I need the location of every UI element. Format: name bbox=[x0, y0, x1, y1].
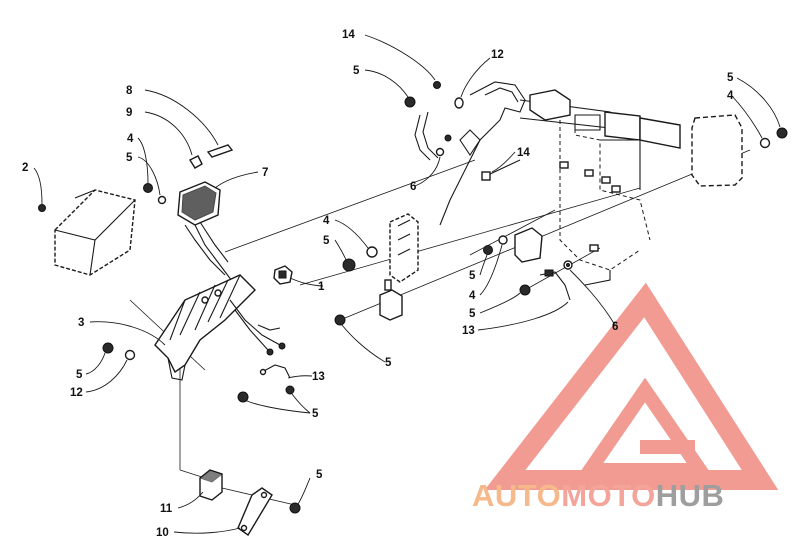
callout-1: 1 bbox=[318, 281, 325, 293]
callout-12-b: 12 bbox=[70, 387, 83, 399]
part-6-cable-top bbox=[414, 111, 452, 161]
part-3-mounting-bracket bbox=[154, 274, 256, 381]
part-10-strap bbox=[237, 487, 273, 537]
callout-10: 10 bbox=[156, 527, 169, 539]
voltage-regulator-module bbox=[389, 213, 419, 283]
callout-numbers: 1 2 3 4 4 4 4 5 5 5 5 5 5 5 5 5 5 6 6 7 … bbox=[22, 29, 734, 539]
callout-5-f: 5 bbox=[727, 72, 734, 84]
callout-13-b: 13 bbox=[462, 325, 475, 337]
callout-12-a: 12 bbox=[491, 49, 504, 61]
part-9-connector bbox=[188, 155, 203, 169]
solenoid-box bbox=[514, 227, 543, 263]
hood-support-frame bbox=[439, 81, 681, 286]
callout-5-i: 5 bbox=[385, 357, 392, 369]
part-11-grommet bbox=[198, 469, 224, 501]
callout-5-b: 5 bbox=[353, 65, 360, 77]
callout-5-j: 5 bbox=[316, 469, 323, 481]
watermark-moto: MOTO bbox=[561, 478, 656, 513]
part-7-switch-box bbox=[177, 181, 236, 286]
part-1-clip bbox=[273, 265, 293, 285]
strap-nut bbox=[289, 502, 301, 514]
watermark-wordmark: AUTOMOTOHUB bbox=[472, 478, 724, 514]
watermark-hub: HUB bbox=[655, 478, 725, 513]
callout-4-b: 4 bbox=[323, 215, 330, 227]
callout-3: 3 bbox=[78, 317, 84, 329]
callout-8: 8 bbox=[126, 85, 133, 97]
part-8-decal bbox=[206, 144, 234, 158]
relay-component bbox=[379, 279, 403, 321]
callout-13-a: 13 bbox=[312, 371, 325, 383]
callout-11: 11 bbox=[160, 503, 173, 515]
callout-2: 2 bbox=[22, 162, 28, 174]
hardware-fasteners bbox=[38, 81, 788, 403]
callout-5-a: 5 bbox=[126, 152, 133, 164]
callout-leaders bbox=[33, 34, 781, 534]
callout-6-a: 6 bbox=[410, 181, 416, 193]
callout-5-e: 5 bbox=[469, 308, 476, 320]
callout-14-a: 14 bbox=[342, 29, 355, 41]
callout-9: 9 bbox=[126, 107, 132, 119]
callout-14-b: 14 bbox=[517, 147, 530, 159]
callout-5-g: 5 bbox=[76, 369, 83, 381]
watermark-logo bbox=[484, 282, 779, 490]
callout-4-d: 4 bbox=[727, 90, 734, 102]
callout-6-b: 6 bbox=[612, 321, 618, 333]
callout-4-c: 4 bbox=[469, 290, 476, 302]
callout-5-h: 5 bbox=[312, 408, 319, 420]
part-2-housing-box bbox=[54, 189, 136, 276]
callout-5-d: 5 bbox=[469, 270, 476, 282]
callout-7: 7 bbox=[262, 167, 268, 179]
part-13-wire-right bbox=[539, 269, 571, 301]
right-gusset-plate bbox=[691, 114, 743, 187]
callout-5-c: 5 bbox=[323, 235, 330, 247]
assembly-guide-lines bbox=[129, 149, 751, 506]
wire-harness bbox=[229, 299, 286, 356]
callout-4-a: 4 bbox=[127, 133, 134, 145]
watermark-auto: AUTO bbox=[472, 478, 562, 513]
part-13-wire-clip-left bbox=[259, 364, 291, 379]
